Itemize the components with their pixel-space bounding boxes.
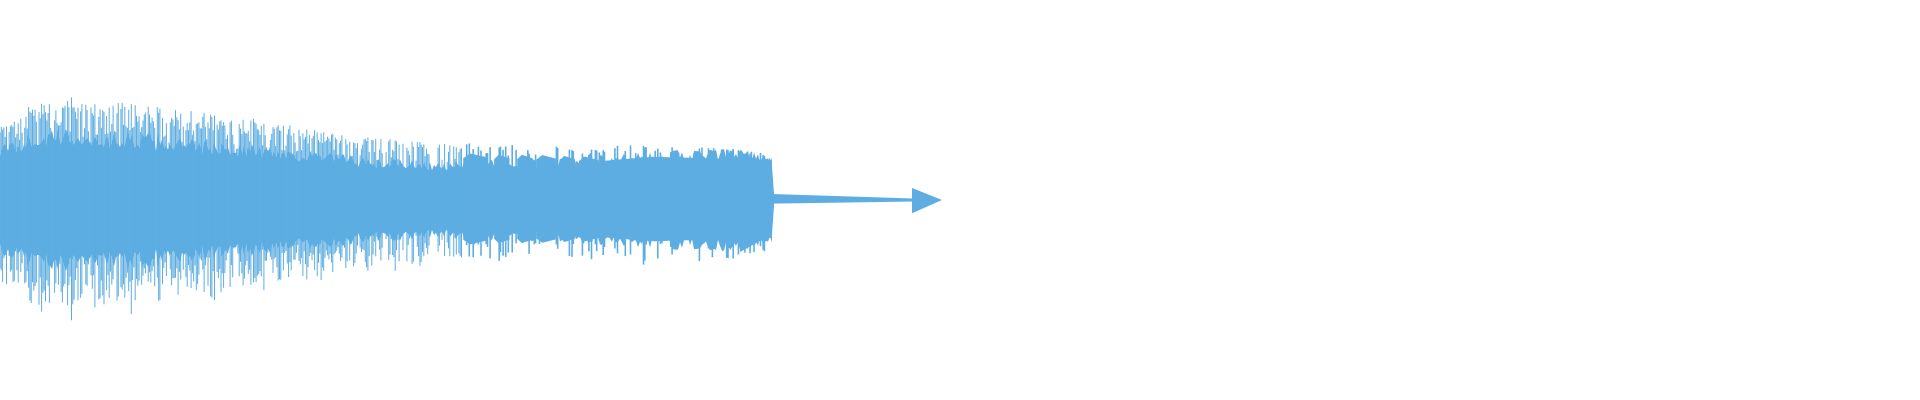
waveform-block xyxy=(517,154,533,244)
waveform-block xyxy=(494,154,510,244)
waveform-bars xyxy=(0,97,774,321)
waveform-block xyxy=(536,155,556,243)
waveform-taper xyxy=(740,152,774,252)
waveform-block xyxy=(579,156,599,242)
waveform-block xyxy=(602,156,772,242)
waveform-block xyxy=(463,153,487,245)
waveform-end-marker-icon xyxy=(912,188,942,214)
waveform-block xyxy=(559,155,576,242)
waveform-tail xyxy=(772,194,912,204)
